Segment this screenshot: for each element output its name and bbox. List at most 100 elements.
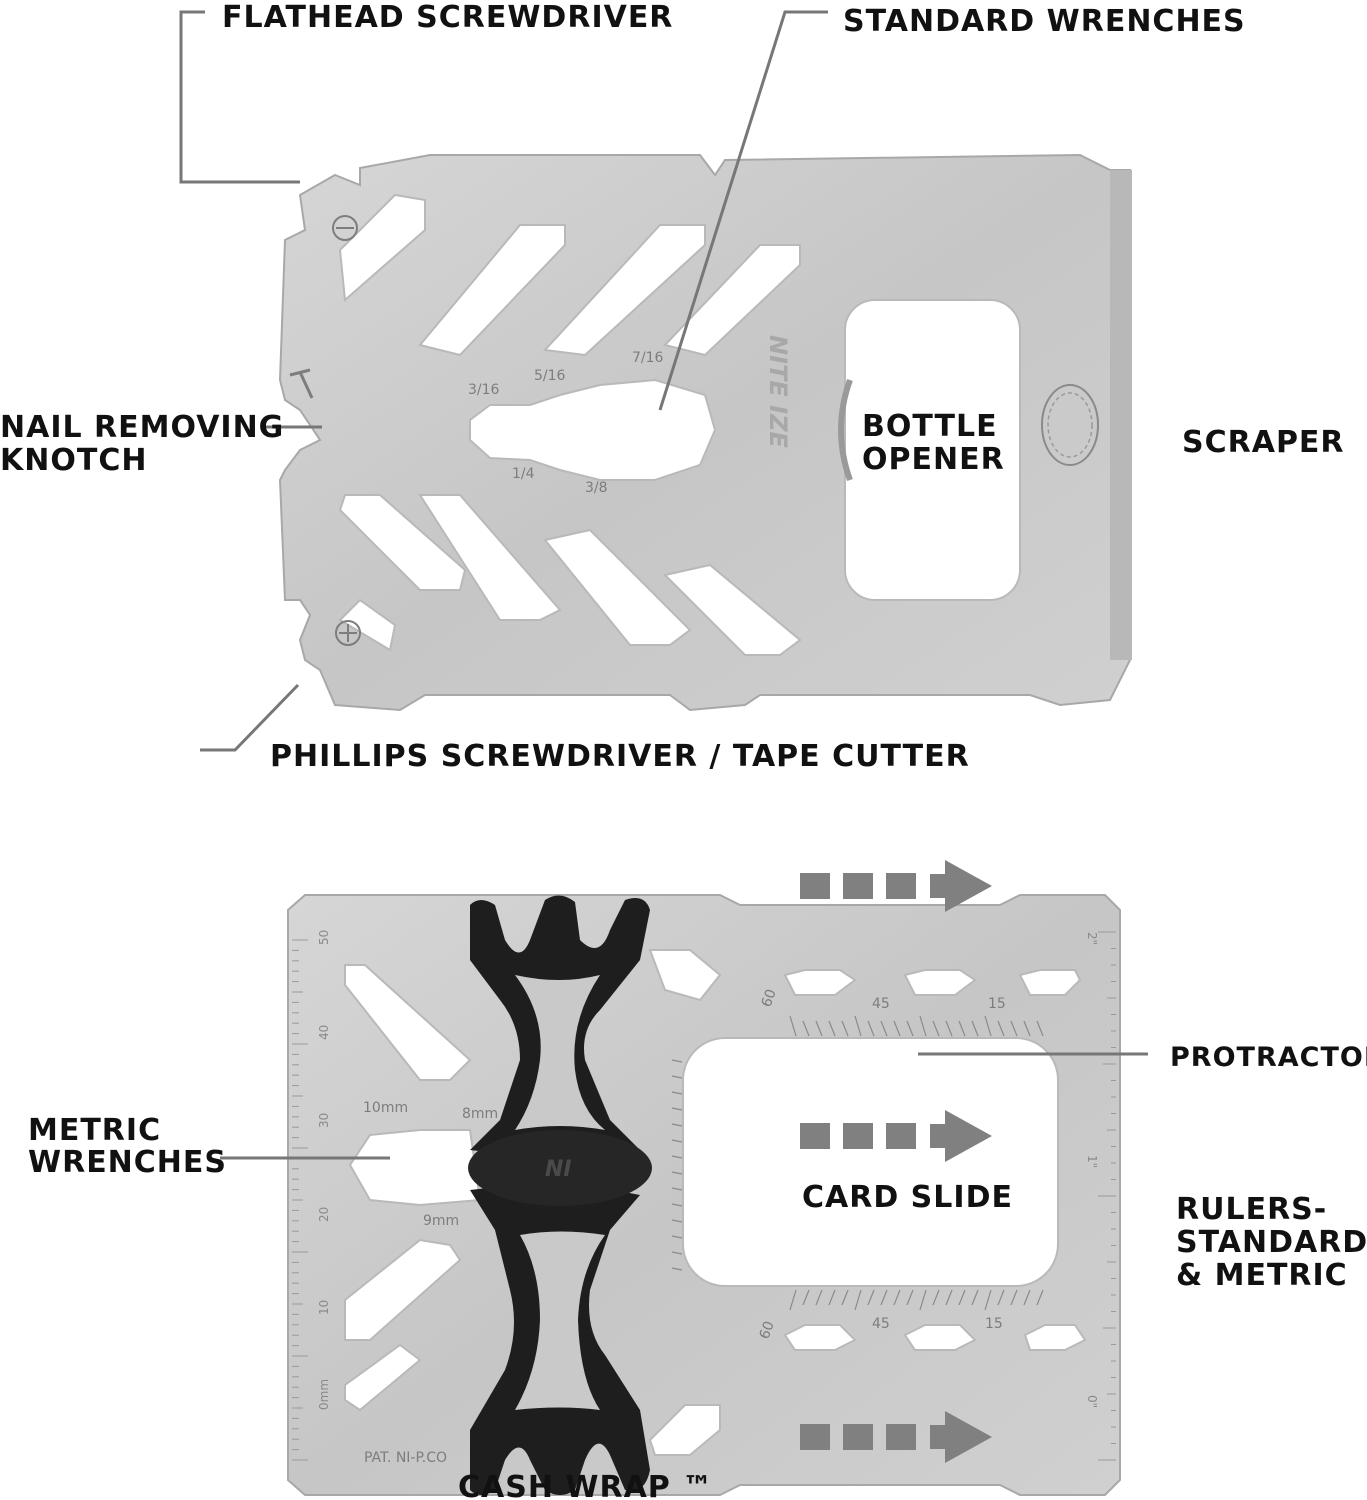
protractor-tick bbox=[919, 1015, 927, 1037]
protractor-tick bbox=[1023, 1289, 1031, 1306]
arrow-dash bbox=[800, 1123, 830, 1149]
protractor-tick bbox=[671, 1155, 683, 1159]
scraper-edge bbox=[1110, 170, 1132, 660]
card-slide-arrows bbox=[800, 860, 992, 1463]
label-protractor: PROTRACTOR bbox=[1170, 1042, 1367, 1073]
protractor-tick bbox=[671, 1251, 683, 1255]
protractor-tick bbox=[671, 1203, 683, 1207]
bottle-opener-lip bbox=[838, 378, 853, 482]
arrow-dash bbox=[886, 1123, 916, 1149]
metric-ruler-30: 30 bbox=[317, 1113, 331, 1128]
lower-slots bbox=[338, 494, 802, 656]
brand-logo: NITE IZE bbox=[764, 335, 792, 448]
label-flathead-screwdriver: FLATHEAD SCREWDRIVER bbox=[222, 0, 673, 35]
protractor-angle-15-top: 15 bbox=[988, 996, 1006, 1012]
protractor-tick bbox=[867, 1020, 875, 1037]
arrow-dash bbox=[886, 873, 916, 899]
protractor-tick bbox=[997, 1289, 1005, 1306]
label-bottle-opener-line1: BOTTLE bbox=[862, 409, 998, 444]
protractor-tick bbox=[945, 1289, 953, 1306]
top-tool: NITE IZE 3/16 5/16 7/16 1/4 3/8 bbox=[278, 153, 1132, 712]
protractor-tick bbox=[828, 1020, 836, 1037]
protractor-tick bbox=[671, 1139, 683, 1143]
protractor-tick bbox=[671, 1091, 683, 1095]
wrench-size-3-16: 3/16 bbox=[468, 382, 500, 398]
protractor-tick bbox=[815, 1289, 823, 1306]
metric-ruler-0mm: 0mm bbox=[317, 1379, 331, 1410]
wrench-size-1-4: 1/4 bbox=[512, 466, 535, 482]
label-nail-removing-line2: KNOTCH bbox=[0, 443, 147, 478]
arrow-dash bbox=[800, 873, 830, 899]
label-phillips-screwdriver: PHILLIPS SCREWDRIVER / TAPE CUTTER bbox=[270, 739, 970, 774]
protractor-tick bbox=[671, 1075, 683, 1079]
wrench-size-3-8: 3/8 bbox=[585, 480, 608, 496]
protractor-tick bbox=[854, 1289, 862, 1311]
protractor-tick bbox=[958, 1289, 966, 1306]
cash-wrap-inner-top bbox=[515, 975, 605, 1130]
protractor-angle-15-bottom: 15 bbox=[985, 1316, 1003, 1332]
protractor-tick bbox=[932, 1289, 940, 1306]
protractor-tick bbox=[945, 1020, 953, 1037]
protractor-tick bbox=[880, 1020, 888, 1037]
protractor-tick bbox=[671, 1059, 683, 1063]
protractor-tick bbox=[1023, 1020, 1031, 1037]
leader-standard-wrenches bbox=[658, 10, 828, 411]
protractor-tick bbox=[789, 1015, 797, 1037]
wrench-size-7-16: 7/16 bbox=[632, 350, 664, 366]
leader-flathead bbox=[179, 10, 300, 184]
metric-wrench-opening bbox=[348, 1129, 482, 1207]
flathead-symbol-icon bbox=[332, 215, 358, 241]
label-bottle-opener-line2: OPENER bbox=[862, 442, 1005, 477]
protractor-tick bbox=[671, 1171, 683, 1175]
patent-mark: PAT. NI-P.CO bbox=[364, 1450, 447, 1466]
protractor-tick bbox=[906, 1020, 914, 1037]
cash-wrap-logo: NI bbox=[545, 1157, 572, 1182]
label-nail-removing-line1: NAIL REMOVING bbox=[0, 410, 284, 445]
protractor-tick bbox=[671, 1219, 683, 1223]
arrow-head-icon bbox=[930, 1110, 992, 1162]
metric-ruler-50: 50 bbox=[317, 930, 331, 945]
arrow-head-icon bbox=[930, 860, 992, 912]
protractor-tick bbox=[906, 1289, 914, 1306]
protractor-tick bbox=[1010, 1020, 1018, 1037]
label-cash-wrap: CASH WRAP ™ bbox=[458, 1470, 713, 1500]
label-rulers-line2: STANDARD bbox=[1176, 1225, 1367, 1260]
protractor-tick bbox=[671, 1187, 683, 1191]
metric-ruler-20: 20 bbox=[317, 1207, 331, 1222]
metric-size-9mm: 9mm bbox=[423, 1213, 459, 1229]
metric-ruler-ticks bbox=[292, 939, 308, 1461]
inch-ruler-1: 1" bbox=[1085, 1155, 1099, 1168]
protractor-tick bbox=[919, 1289, 927, 1311]
protractor-angle-60-bottom: 60 bbox=[757, 1319, 778, 1341]
arrow-dash bbox=[843, 1123, 873, 1149]
protractor-tick bbox=[867, 1289, 875, 1306]
phillips-symbol-icon bbox=[335, 620, 361, 646]
leader-phillips bbox=[200, 683, 300, 752]
arrow-head-icon bbox=[930, 1411, 992, 1463]
protractor-tick bbox=[802, 1289, 810, 1306]
protractor-tick bbox=[880, 1289, 888, 1306]
protractor-tick bbox=[815, 1020, 823, 1037]
inch-ruler-0: 0" bbox=[1085, 1395, 1099, 1408]
protractor-angle-45-bottom: 45 bbox=[872, 1316, 890, 1332]
label-rulers-line3: & METRIC bbox=[1176, 1258, 1348, 1293]
label-rulers-line1: RULERS- bbox=[1176, 1192, 1327, 1227]
inch-ruler-2: 2" bbox=[1085, 932, 1099, 945]
protractor-tick bbox=[671, 1235, 683, 1239]
cash-wrap-hub bbox=[468, 1130, 652, 1206]
label-scraper: SCRAPER bbox=[1182, 425, 1345, 460]
protractor-tick bbox=[984, 1015, 992, 1037]
arrow-dash bbox=[886, 1424, 916, 1450]
protractor-tick bbox=[971, 1020, 979, 1037]
protractor-tick bbox=[841, 1020, 849, 1037]
protractor-tick bbox=[671, 1107, 683, 1111]
cash-wrap-band: NI bbox=[468, 895, 652, 1495]
protractor-tick bbox=[802, 1020, 810, 1037]
label-card-slide: CARD SLIDE bbox=[802, 1180, 1013, 1215]
protractor-tick bbox=[971, 1289, 979, 1306]
protractor-tick bbox=[893, 1020, 901, 1037]
metric-ruler-10: 10 bbox=[317, 1300, 331, 1315]
cash-wrap-inner-bottom bbox=[515, 1231, 605, 1410]
protractor-tick bbox=[789, 1289, 797, 1311]
